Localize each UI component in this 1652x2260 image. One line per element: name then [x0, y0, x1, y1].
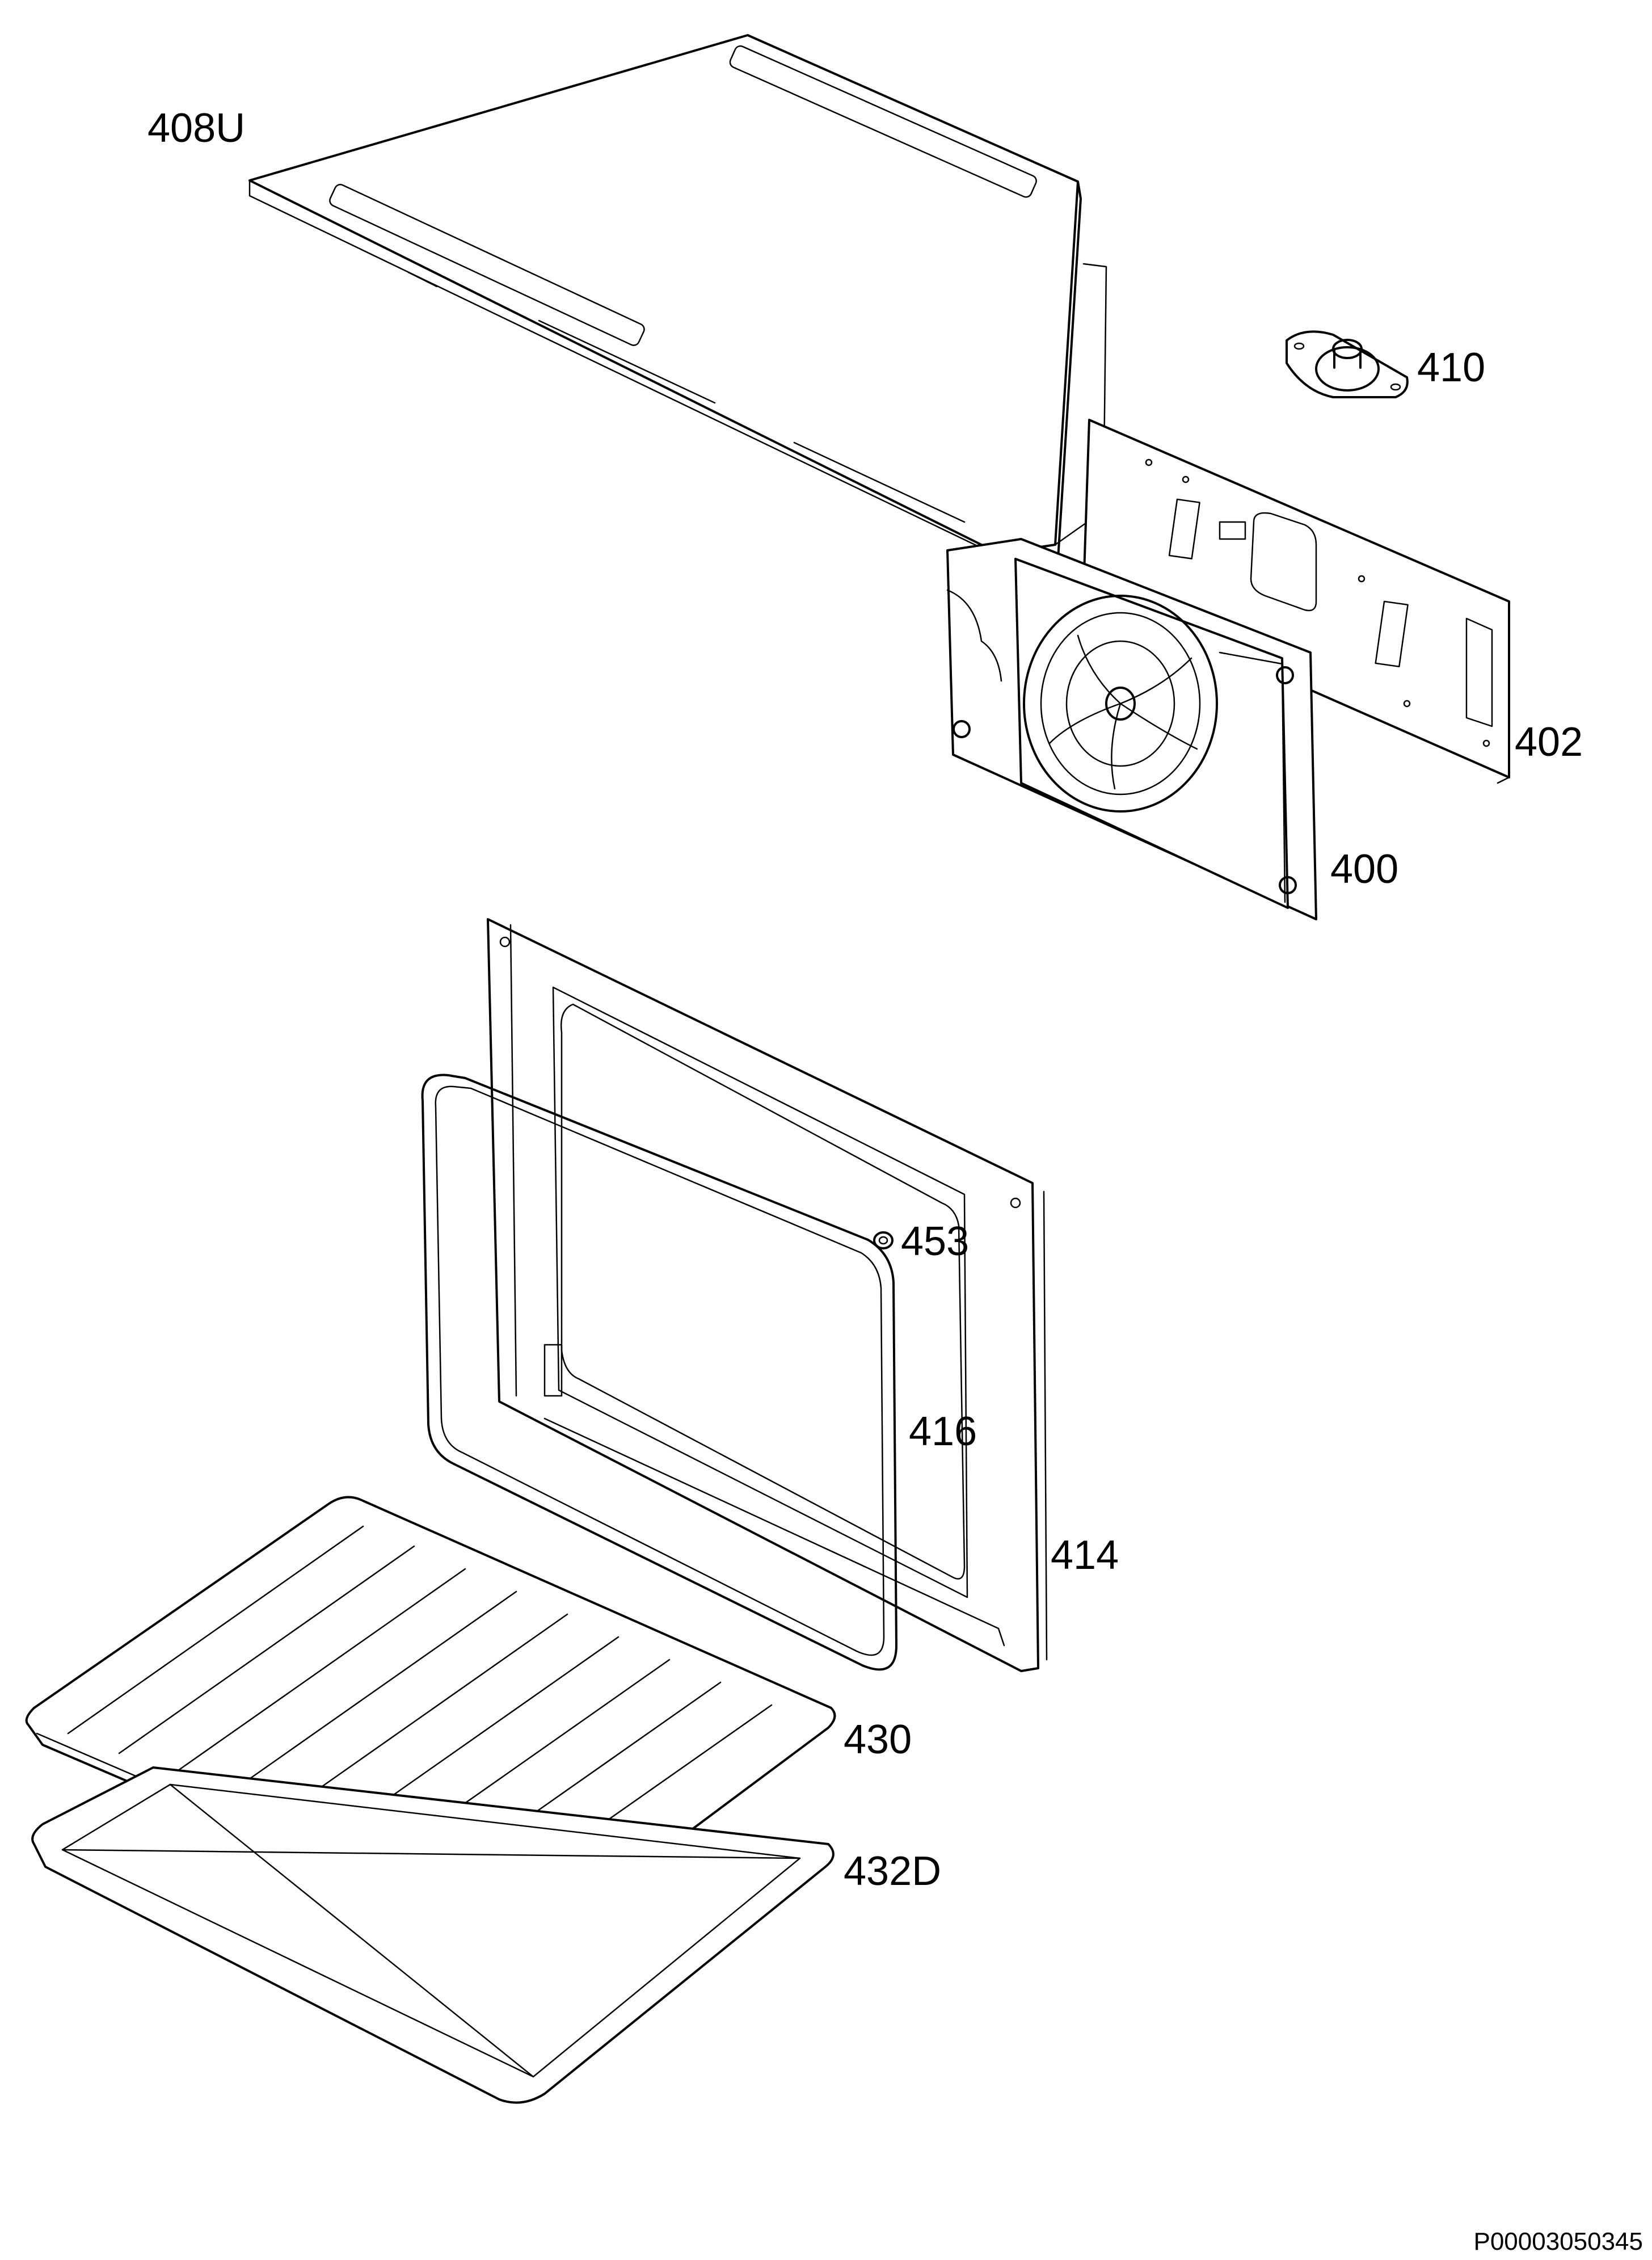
callout-432D: 432D — [844, 1849, 942, 1894]
part-408U-top-panel — [248, 34, 1107, 560]
callout-400: 400 — [1330, 847, 1399, 892]
callout-416: 416 — [909, 1409, 977, 1454]
callout-410: 410 — [1417, 345, 1486, 390]
part-432D-baking-tray — [31, 1766, 835, 2104]
part-400-fan-cover — [946, 538, 1317, 920]
part-414-door-frame — [487, 918, 1048, 1672]
document-id: P00003050345 — [1473, 2228, 1643, 2255]
part-416-door-gasket — [421, 1074, 897, 1671]
callout-430: 430 — [844, 1717, 912, 1762]
callout-408U: 408U — [148, 106, 246, 151]
callout-402: 402 — [1515, 719, 1583, 765]
callout-414: 414 — [1051, 1533, 1119, 1578]
part-410-fan-motor — [1286, 330, 1409, 398]
part-402-rear-panel — [1082, 419, 1510, 784]
part-453-screw — [873, 1231, 894, 1249]
callout-453: 453 — [901, 1219, 970, 1264]
